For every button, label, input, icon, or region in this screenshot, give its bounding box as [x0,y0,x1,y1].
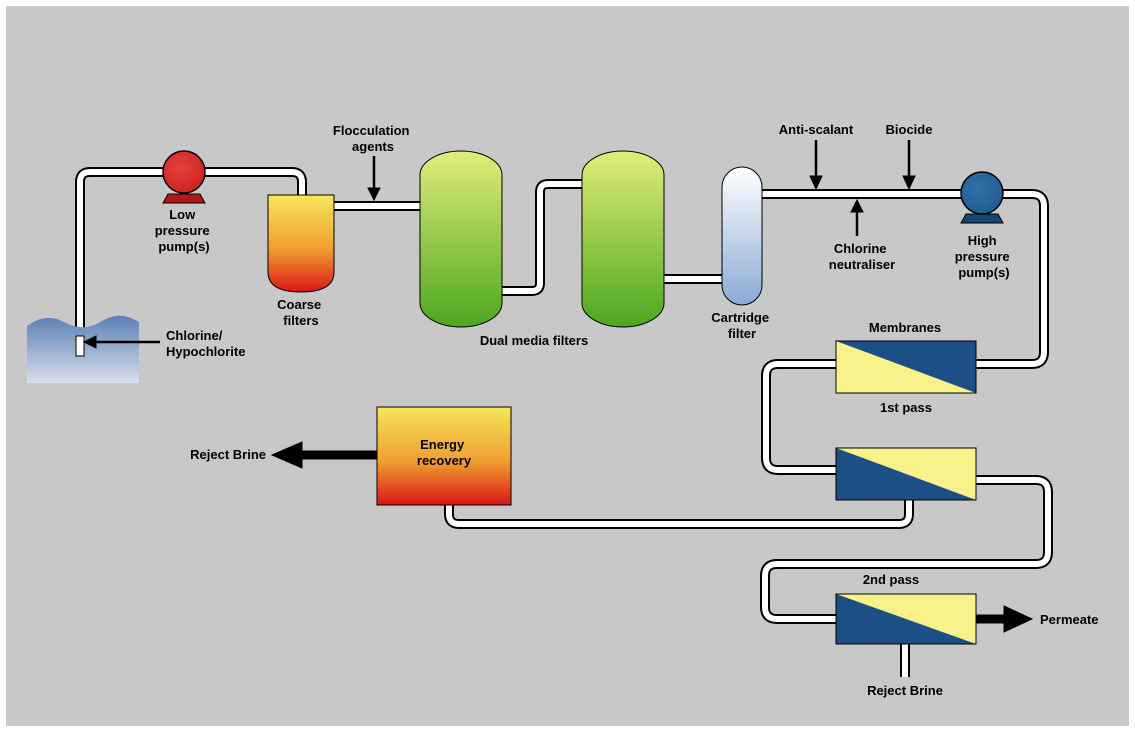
dual-media-filters-label: Dual media filters [480,333,588,348]
second-pass-label: 2nd pass [863,572,919,587]
chlorine-dosing-arrow [82,335,160,349]
dual-media-filter-2 [581,150,665,328]
cartridge-filter-label: Cartridge filter [711,310,772,341]
chlorine-hypochlorite-label: Chlorine/ Hypochlorite [166,328,245,359]
high-pressure-pump-label: High pressure pump(s) [955,233,1014,280]
flocculation-arrow [367,156,381,202]
reject-brine-left-label: Reject Brine [190,447,266,462]
low-pressure-pump-label: Low pressure pump(s) [155,207,214,254]
anti-scalant-label: Anti-scalant [779,122,854,137]
membrane-1st-pass-b [835,447,977,501]
biocide-arrow [902,140,916,191]
chlorine-neutraliser-arrow [850,198,864,236]
permeate-arrow [975,605,1034,633]
flocculation-agents-label: Flocculation agents [333,123,413,154]
membrane-1st-pass-a [835,340,977,394]
anti-scalant-arrow [809,140,823,191]
energy-recovery-unit [376,406,512,506]
cartridge-filter-vessel [721,166,763,306]
membrane-2nd-pass [835,593,977,645]
reject-brine-arrow [270,441,378,469]
intake-pipe-end [75,335,85,357]
high-pressure-pump-icon [960,171,1004,224]
biocide-label: Biocide [886,122,933,137]
chlorine-neutraliser-label: Chlorine neutraliser [829,241,895,272]
membranes-label: Membranes [869,320,941,335]
first-pass-label: 1st pass [880,400,932,415]
coarse-filter-tank [267,194,335,293]
energy-recovery-label: Energy recovery [417,437,472,468]
flow-arrows [82,140,1034,633]
coarse-filters-label: Coarse filters [277,297,325,328]
permeate-label: Permeate [1040,612,1099,627]
reject-brine-bottom-label: Reject Brine [867,683,943,698]
dual-media-filter-1 [419,150,503,328]
low-pressure-pump-icon [162,150,206,204]
